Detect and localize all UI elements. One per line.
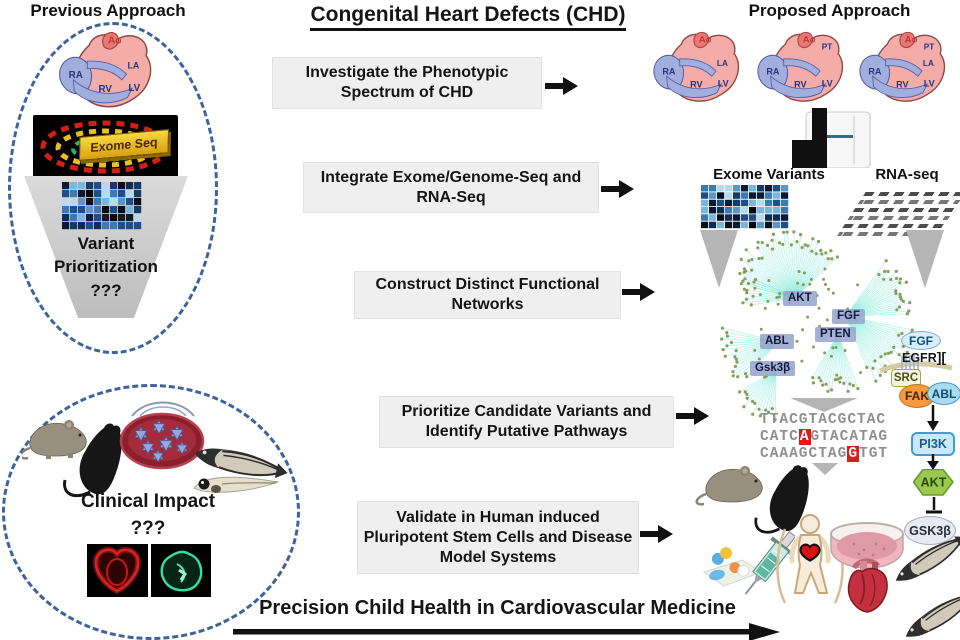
network-node-fgf: FGF xyxy=(832,309,865,324)
dna-mutation: A xyxy=(798,429,811,445)
step-arrow-icon xyxy=(622,283,655,301)
svg-text:LA: LA xyxy=(717,59,728,68)
svg-text:RA: RA xyxy=(868,67,882,77)
inhibition-tbar-icon xyxy=(926,497,942,514)
pathway-node-akt: AKT xyxy=(913,469,954,496)
svg-text:RA: RA xyxy=(662,67,676,77)
network-node-abl: ABL xyxy=(760,334,794,349)
pathway-node-egfr: EGFR][ xyxy=(902,349,947,365)
zebrafish-larva-icon xyxy=(193,476,280,493)
funnel-triangle-icon xyxy=(906,230,944,288)
previous-approach-ellipse xyxy=(8,22,218,354)
petri-dish-icon xyxy=(830,522,904,569)
funnel-triangle-icon xyxy=(812,463,838,475)
fluorescent-heart-green xyxy=(151,544,211,597)
svg-text:RV: RV xyxy=(794,80,806,90)
dna-line-1: TTACGTACGCTAC xyxy=(760,412,887,428)
step-box-5: Validate in Human induced Pluripotent St… xyxy=(357,501,639,574)
mouse-black-icon xyxy=(754,465,809,534)
dna-line-2: CATCAGTACATAG xyxy=(760,429,889,445)
svg-text:LA: LA xyxy=(923,59,934,68)
dimer-bracket-icon: ][ xyxy=(936,349,947,365)
dna-line-3: CAAAGCTAGGTGT xyxy=(760,446,889,462)
anatomical-heart-icon xyxy=(847,558,888,613)
svg-text:LV: LV xyxy=(128,83,140,94)
network-node-akt: AKT xyxy=(783,291,817,306)
step-box-4: Prioritize Candidate Variants and Identi… xyxy=(379,396,674,448)
exome-gel-image xyxy=(62,182,142,230)
pills-icon xyxy=(702,547,764,587)
exome-variants-gel-image xyxy=(701,185,789,229)
svg-text:RV: RV xyxy=(690,80,702,90)
svg-text:LV: LV xyxy=(822,79,833,89)
zebrafish-pair-icon xyxy=(890,528,960,640)
svg-text:PT: PT xyxy=(822,42,833,51)
fluorescent-heart-red xyxy=(87,544,148,597)
step-arrow-icon xyxy=(545,77,578,95)
step-arrow-icon xyxy=(640,525,673,543)
network-node-pten: PTEN xyxy=(815,327,856,342)
clinical-impact-question: ??? xyxy=(130,518,166,539)
network-node-gsk3b: Gsk3β xyxy=(750,361,796,376)
pathway-node-fgf: FGF xyxy=(901,331,941,350)
mouse-gray-icon xyxy=(22,420,87,460)
dna-sequence-block: TTACGTACGCTAC CATCAGTACATAG CAAAGCTAGGTG… xyxy=(760,398,900,475)
svg-text:RV: RV xyxy=(99,84,113,95)
previous-approach-title: Previous Approach xyxy=(30,1,186,20)
pathway-node-src: SRC xyxy=(891,369,921,387)
mouse-gray-icon xyxy=(695,466,763,506)
step-arrow-icon xyxy=(676,407,709,425)
pathway-arrow-icon xyxy=(927,454,939,470)
heart-diagram-variant-2: Ao PT RA RV LV xyxy=(757,31,844,102)
clinical-impact-label: Clinical Impact xyxy=(80,491,216,512)
ipsc-dish-icon xyxy=(119,401,205,470)
clinical-impact-ellipse xyxy=(2,384,300,640)
step-box-3: Construct Distinct Functional Networks xyxy=(354,271,621,319)
svg-text:AKT: AKT xyxy=(921,476,947,490)
svg-text:RA: RA xyxy=(69,70,83,81)
heart-diagram-variant-3: Ao PT RA LA RV LV xyxy=(859,31,946,102)
figure-title: Congenital Heart Defects (CHD) xyxy=(272,2,664,32)
pathway-node-abl: ABL xyxy=(927,382,960,405)
funnel-caption-prioritization: Prioritization xyxy=(54,257,158,276)
exome-seq-panel: Exome Seq xyxy=(33,115,178,177)
pathway-node-gsk3b: GSK3β xyxy=(904,516,956,545)
funnel-triangle-icon xyxy=(790,398,858,412)
pathway-node-pi3k: PI3K xyxy=(911,432,955,456)
step-box-1: Investigate the Phenotypic Spectrum of C… xyxy=(272,57,542,109)
mouse-black-icon xyxy=(63,423,122,497)
sequencer-icon xyxy=(792,108,871,168)
svg-text:LA: LA xyxy=(127,61,139,71)
exome-variants-label: Exome Variants xyxy=(713,165,825,183)
svg-text:RV: RV xyxy=(896,80,908,90)
svg-text:Ao: Ao xyxy=(108,35,122,46)
funnel-triangle-icon xyxy=(700,230,738,288)
step-arrow-icon xyxy=(601,180,634,198)
heart-diagram-variant-1: Ao RA LA RV LV xyxy=(653,31,740,102)
heart-diagram-previous: Ao RA LA RV LV xyxy=(58,31,152,108)
svg-text:Ao: Ao xyxy=(699,34,712,45)
dna-mutation: G xyxy=(847,446,860,462)
funnel-caption-question: ??? xyxy=(90,281,122,300)
svg-text:LV: LV xyxy=(718,79,729,89)
banner-text: Precision Child Health in Cardiovascular… xyxy=(259,596,736,619)
svg-text:Ao: Ao xyxy=(905,34,918,45)
svg-text:Ao: Ao xyxy=(803,34,816,45)
svg-text:PT: PT xyxy=(924,42,935,51)
rna-seq-label: RNA-seq xyxy=(875,165,939,183)
svg-text:LV: LV xyxy=(924,79,935,89)
proposed-approach-title: Proposed Approach xyxy=(748,1,911,20)
step-box-2: Integrate Exome/Genome-Seq and RNA-Seq xyxy=(303,162,599,213)
funnel-caption-variant: Variant xyxy=(77,234,135,253)
svg-text:RA: RA xyxy=(766,67,780,77)
banner-arrow-icon xyxy=(233,623,780,640)
human-figure-icon xyxy=(776,514,844,604)
pathway-arrow-icon xyxy=(927,405,939,431)
